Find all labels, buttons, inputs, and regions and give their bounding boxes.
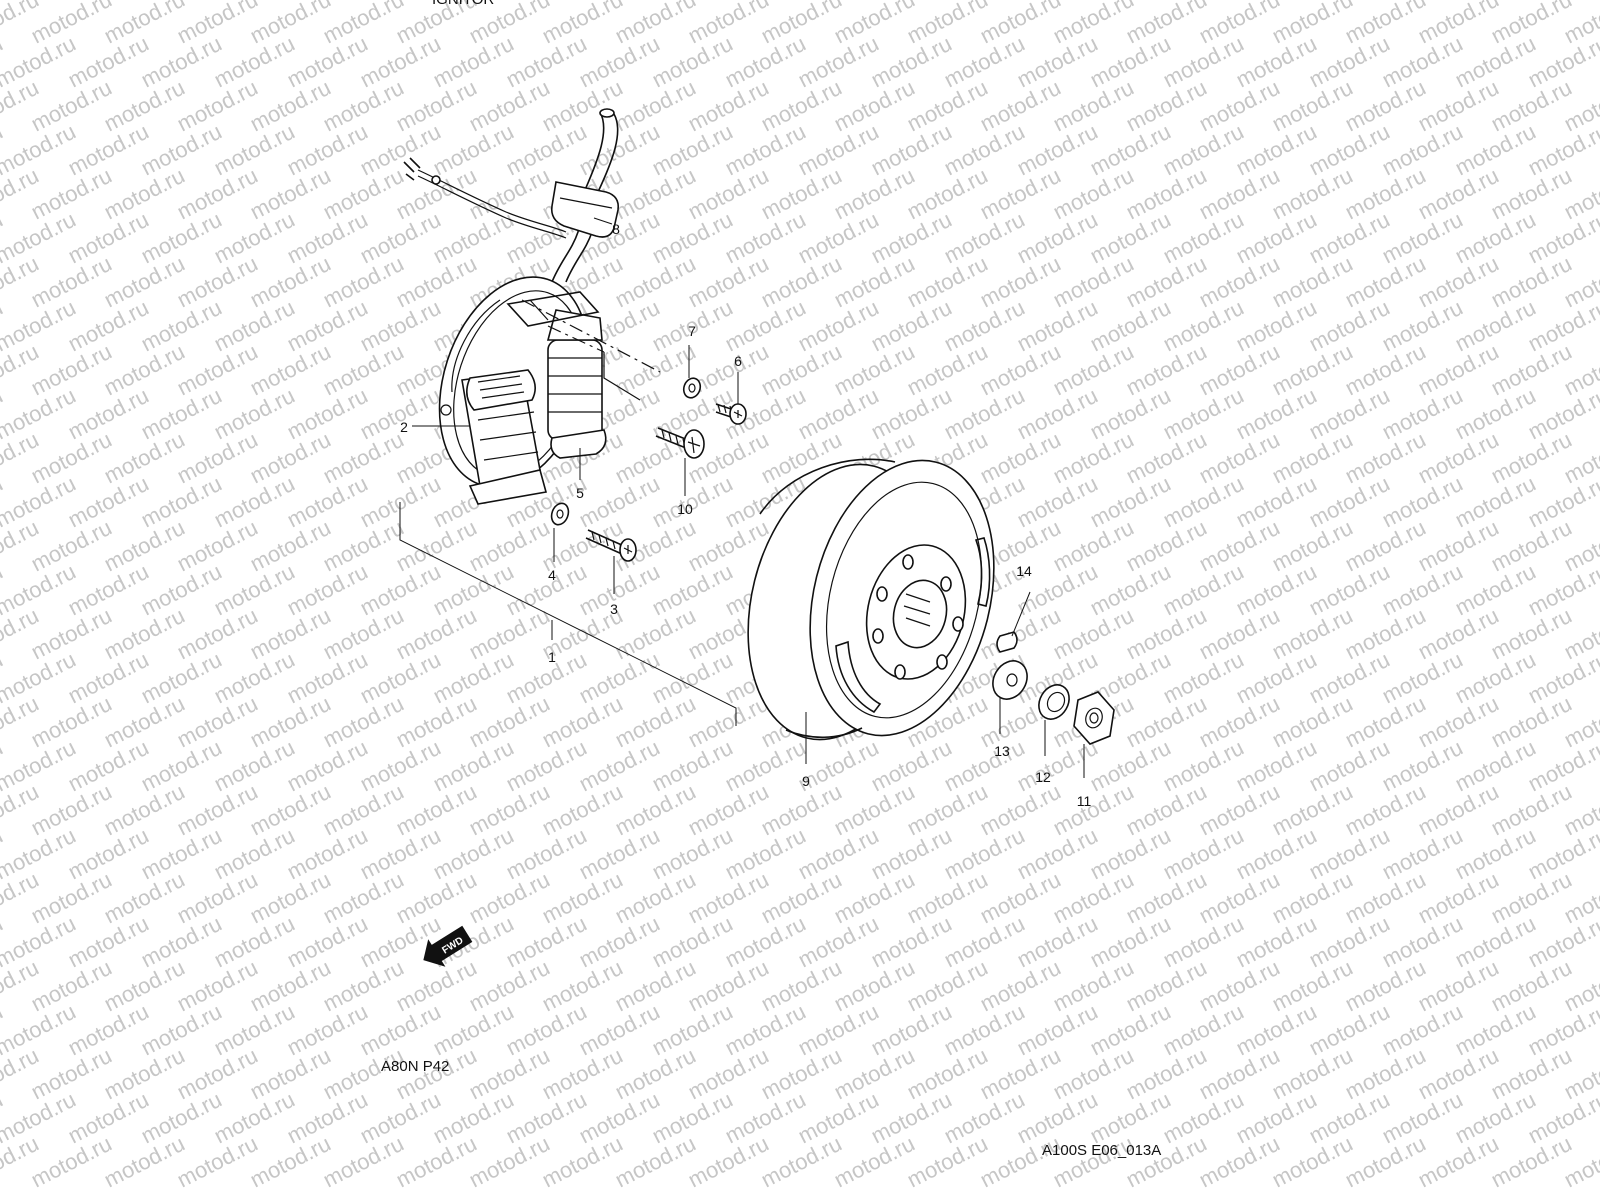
screw-3 [585,529,637,562]
callout-4: 4 [548,567,556,583]
grommet [550,181,620,238]
callout-10: 10 [677,501,693,517]
figure-code: A100S E06_013A [1042,1142,1161,1159]
key-14 [996,631,1018,653]
callout-1: 1 [548,649,556,665]
stator-assembly [403,108,620,505]
callout-8: 8 [612,221,620,237]
callout-5: 5 [576,485,584,501]
header-fragment: IGNITOR [432,0,494,8]
coil-5 [546,309,607,459]
callout-3: 3 [610,601,618,617]
leader-lines [412,217,1085,778]
callout-2: 2 [400,419,408,435]
washer-4 [550,502,570,526]
callout-11: 11 [1077,793,1092,809]
washer-7 [682,377,702,399]
washer-12 [1038,684,1070,720]
page-code: A80N P42 [381,1058,449,1075]
fwd-arrow: FWD [423,925,473,967]
washer-13 [992,660,1028,700]
assembly-bracket [399,502,737,726]
coil-2 [461,369,548,505]
callout-numbers: 1 2 3 4 5 6 7 8 9 10 11 12 13 14 [400,221,1091,809]
callout-9: 9 [802,773,810,789]
screw-6 [715,403,747,425]
callout-14: 14 [1016,563,1032,579]
callout-12: 12 [1035,769,1051,785]
callout-6: 6 [734,353,742,369]
callout-13: 13 [994,743,1010,759]
nut-11 [1073,691,1115,745]
axis-line [521,299,661,373]
callout-7: 7 [688,323,696,339]
flywheel-rotor [747,458,995,741]
screw-10 [655,427,705,459]
